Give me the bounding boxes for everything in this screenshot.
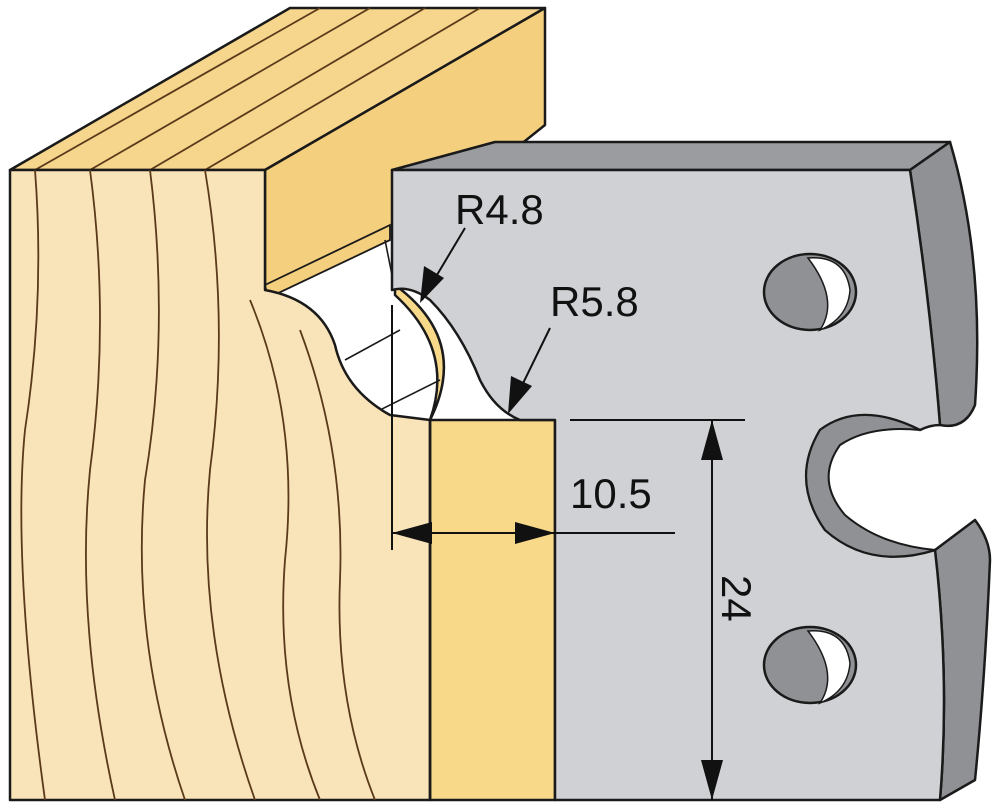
knife-hole-upper [762,252,858,332]
profile-knife [390,140,992,802]
arrowhead-radius-lower [508,376,532,414]
arrowheads [392,266,723,800]
knife-slot [805,414,936,558]
arrowhead-height-bottom [701,760,723,800]
knife-top-bevel [390,140,952,172]
wood-front-grain [20,169,376,801]
knife-hole-lower [762,625,858,705]
arrowhead-radius-upper [420,266,444,303]
wood-top-grain [34,7,481,171]
label-radius-lower: R5.8 [550,278,639,325]
arrowhead-height-top [701,420,723,460]
label-radius-upper: R4.8 [455,186,544,233]
wood-bead-side [393,283,557,802]
arrowhead-width-left [392,522,432,544]
wood-block [8,6,557,802]
label-height-dimension: 24 [713,575,760,622]
label-width-dimension: 10.5 [570,470,652,517]
wood-front-face [8,168,432,802]
arrowhead-width-right [515,522,555,544]
